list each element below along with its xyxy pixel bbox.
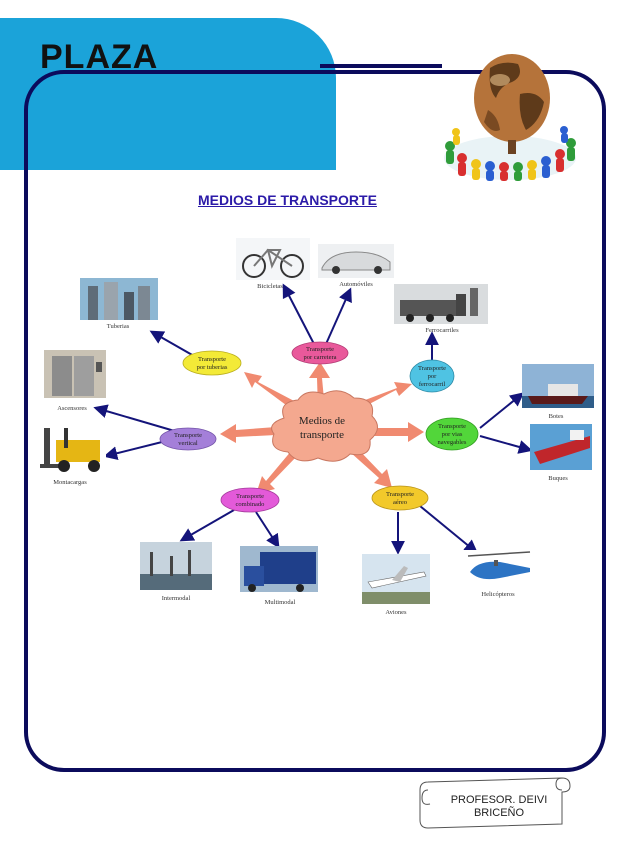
svg-text:por tuberias: por tuberias	[197, 364, 228, 371]
arrow-to-botes	[479, 392, 525, 429]
arrow-to-multimodal	[255, 511, 280, 549]
svg-text:Transporte: Transporte	[306, 346, 334, 353]
node-carretera: Transporte por carretera	[291, 341, 349, 365]
node-aereo: Transporte aéreo	[371, 485, 429, 511]
label-tuberias: Tuberias	[107, 323, 130, 330]
svg-text:aéreo: aéreo	[393, 499, 407, 506]
svg-text:Transporte: Transporte	[198, 356, 226, 363]
label-automoviles: Automóviles	[339, 281, 373, 288]
svg-text:Transporte: Transporte	[418, 365, 446, 372]
pic-ascensores: Ascensores	[44, 350, 106, 412]
pic-ferrocarriles: Ferrocarriles	[394, 284, 488, 334]
node-vias-navegables: Transporte por vias navegables	[425, 417, 479, 451]
arrow-to-buques	[479, 435, 533, 454]
label-intermodal: Intermodal	[162, 595, 191, 602]
arrow-to-tuberias-pic	[149, 330, 195, 357]
svg-text:ferrocarril: ferrocarril	[419, 381, 446, 388]
svg-text:navegables: navegables	[438, 439, 467, 446]
author-credit: PROFESOR. DEIVI BRICEÑO	[440, 794, 558, 820]
arrow-to-montacargas	[103, 439, 171, 461]
node-tuberias: Transporte por tuberias	[182, 350, 242, 376]
arrow-to-aereo	[350, 447, 392, 488]
label-bicicletas: Bicicletas	[257, 283, 283, 290]
pic-bicicletas: Bicicletas	[236, 238, 310, 290]
node-ferrocarril: Transporte por ferrocarril	[409, 359, 455, 393]
svg-text:por vias: por vias	[442, 431, 463, 438]
label-botes: Botes	[549, 413, 564, 420]
arrow-to-ascensores	[93, 404, 179, 433]
primary-arrows	[220, 362, 424, 494]
center-line2: transporte	[300, 429, 344, 441]
author-line2: BRICEÑO	[473, 807, 525, 819]
svg-text:Transporte: Transporte	[386, 491, 414, 498]
svg-text:por: por	[428, 373, 438, 380]
arrow-to-combinado	[256, 450, 297, 494]
pic-automoviles: Automóviles	[318, 244, 394, 288]
pic-montacargas: Montacargas	[40, 424, 106, 486]
arrow-to-automoviles	[325, 287, 352, 345]
svg-text:Transporte: Transporte	[174, 432, 202, 439]
arrow-to-intermodal	[179, 509, 235, 542]
pic-helicopteros: Helicópteros	[462, 550, 534, 598]
author-line1: PROFESOR. DEIVI	[450, 794, 548, 806]
page-title: PLAZA	[40, 38, 159, 76]
node-vertical: Transporte vertical	[159, 427, 217, 451]
arrow-to-tuberias	[244, 372, 296, 408]
label-ferrocarriles: Ferrocarriles	[425, 327, 459, 334]
svg-text:Transporte: Transporte	[438, 423, 466, 430]
svg-text:por carretera: por carretera	[303, 354, 336, 361]
pic-tuberias: Tuberias	[80, 278, 158, 330]
node-combinado: Transporte combinado	[220, 487, 280, 513]
pic-intermodal: Intermodal	[140, 542, 212, 602]
center-cloud: Medios de transporte	[271, 390, 378, 462]
pic-buques: Buques	[530, 424, 592, 482]
label-ascensores: Ascensores	[57, 405, 87, 412]
page-frame	[24, 70, 606, 772]
label-buques: Buques	[548, 475, 568, 482]
arrow-to-carretera	[309, 362, 330, 410]
author-scroll	[419, 777, 571, 829]
arrow-to-navegables	[370, 422, 424, 442]
globe-people-icon	[444, 54, 576, 181]
svg-text:vertical: vertical	[178, 440, 198, 447]
pic-multimodal: Multimodal	[240, 546, 318, 606]
label-helicopteros: Helicópteros	[481, 591, 515, 598]
pic-botes: Botes	[522, 364, 594, 420]
pic-aviones: Aviones	[362, 554, 430, 616]
center-line1: Medios de	[299, 415, 345, 427]
label-montacargas: Montacargas	[53, 479, 87, 486]
arrow-to-vertical	[220, 424, 276, 443]
header-divider	[320, 64, 442, 68]
label-multimodal: Multimodal	[265, 599, 296, 606]
arrow-to-bicicletas	[282, 283, 315, 345]
arrow-to-helicopteros	[419, 505, 479, 554]
secondary-arrows	[93, 283, 533, 555]
label-aviones: Aviones	[385, 609, 407, 616]
svg-text:combinado: combinado	[236, 501, 265, 508]
svg-text:Transporte: Transporte	[236, 493, 264, 500]
section-title: MEDIOS DE TRANSPORTE	[198, 192, 377, 208]
